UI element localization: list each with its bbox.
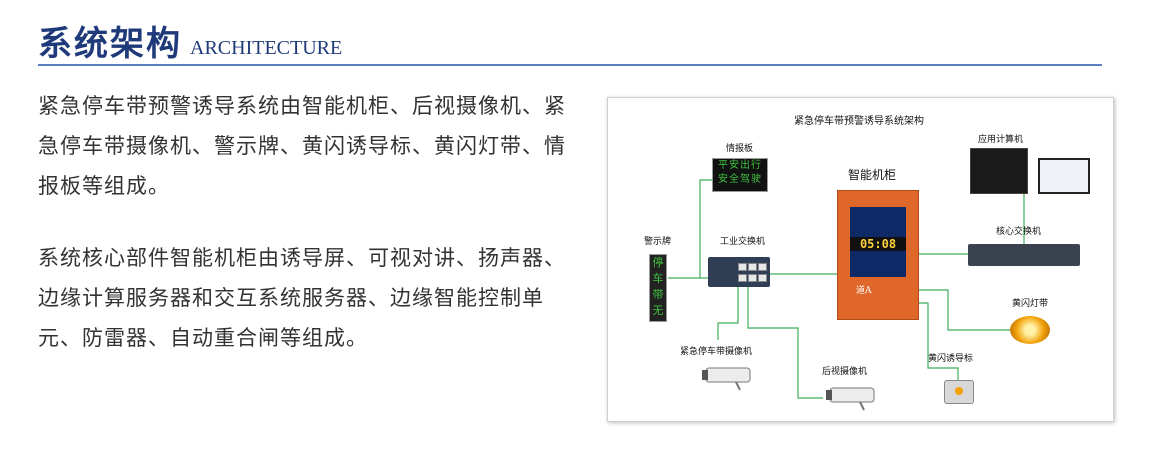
smart-cabinet-icon: 05:08 道A [837, 190, 919, 320]
monitor-icon [1038, 158, 1090, 194]
label-app-computer: 应用计算机 [978, 135, 1024, 145]
page-subtitle: ARCHITECTURE [190, 37, 343, 59]
label-industrial-switch: 工业交换机 [720, 237, 766, 247]
label-smart-cabinet: 智能机柜 [848, 168, 897, 182]
label-info-board: 情报板 [726, 144, 754, 154]
connection-lines [668, 179, 1025, 399]
flash-nail-icon [944, 380, 974, 404]
diagram-title: 紧急停车带预警诱导系统架构 [794, 116, 924, 127]
line-cabinet-nail [917, 302, 959, 380]
label-flash-strip: 黄闪灯带 [1012, 299, 1049, 309]
warning-sign-char-1: 停 [652, 256, 664, 269]
info-board-line-1: 平安出行 [718, 160, 762, 171]
label-flash-nail: 黄闪诱导标 [928, 354, 974, 364]
architecture-diagram: 紧急停车带预警诱导系统架构 情报板 平安出行 安全驾驶 警示牌 停 车 带 无 … [607, 97, 1114, 422]
line-switch-camera1 [717, 287, 739, 340]
core-component-paragraph: 系统核心部件智能机柜由诱导屏、可视对讲、扬声器、边缘计算服务器和交互系统服务器、… [38, 246, 566, 350]
industrial-switch-icon [708, 257, 770, 287]
page-title: 系统架构 [38, 24, 182, 64]
section-header: 系统架构 ARCHITECTURE [38, 14, 342, 64]
line-switch-camera2 [747, 287, 823, 399]
label-rear-camera: 后视摄像机 [822, 367, 868, 377]
label-lay-by-camera: 紧急停车带摄像机 [680, 347, 753, 357]
header-divider [38, 64, 1102, 66]
info-board-line-2: 安全驾驶 [718, 174, 762, 185]
warning-sign-char-4: 无 [652, 304, 664, 317]
intro-paragraph: 紧急停车带预警诱导系统由智能机柜、后视摄像机、紧急停车带摄像机、警示牌、黄闪诱导… [38, 94, 566, 198]
label-warning-sign: 警示牌 [644, 237, 672, 247]
lay-by-camera-icon [702, 367, 751, 391]
warning-sign-char-2: 车 [652, 272, 664, 285]
info-board-icon: 平安出行 安全驾驶 [712, 158, 768, 192]
cabinet-clock: 05:08 [850, 237, 906, 251]
warning-sign-char-3: 带 [652, 288, 664, 301]
server-icon [970, 148, 1028, 194]
label-core-switch: 核心交换机 [996, 227, 1042, 237]
line-cabinet-strip [917, 289, 1010, 331]
core-switch-icon [968, 244, 1080, 266]
cabinet-badge: 道A [856, 286, 872, 296]
rear-camera-icon [826, 387, 875, 411]
line-board-switch [699, 179, 712, 210]
line-sign-switch [668, 210, 701, 279]
warning-sign-icon: 停 车 带 无 [649, 254, 667, 322]
led-strip-icon [1010, 316, 1050, 344]
